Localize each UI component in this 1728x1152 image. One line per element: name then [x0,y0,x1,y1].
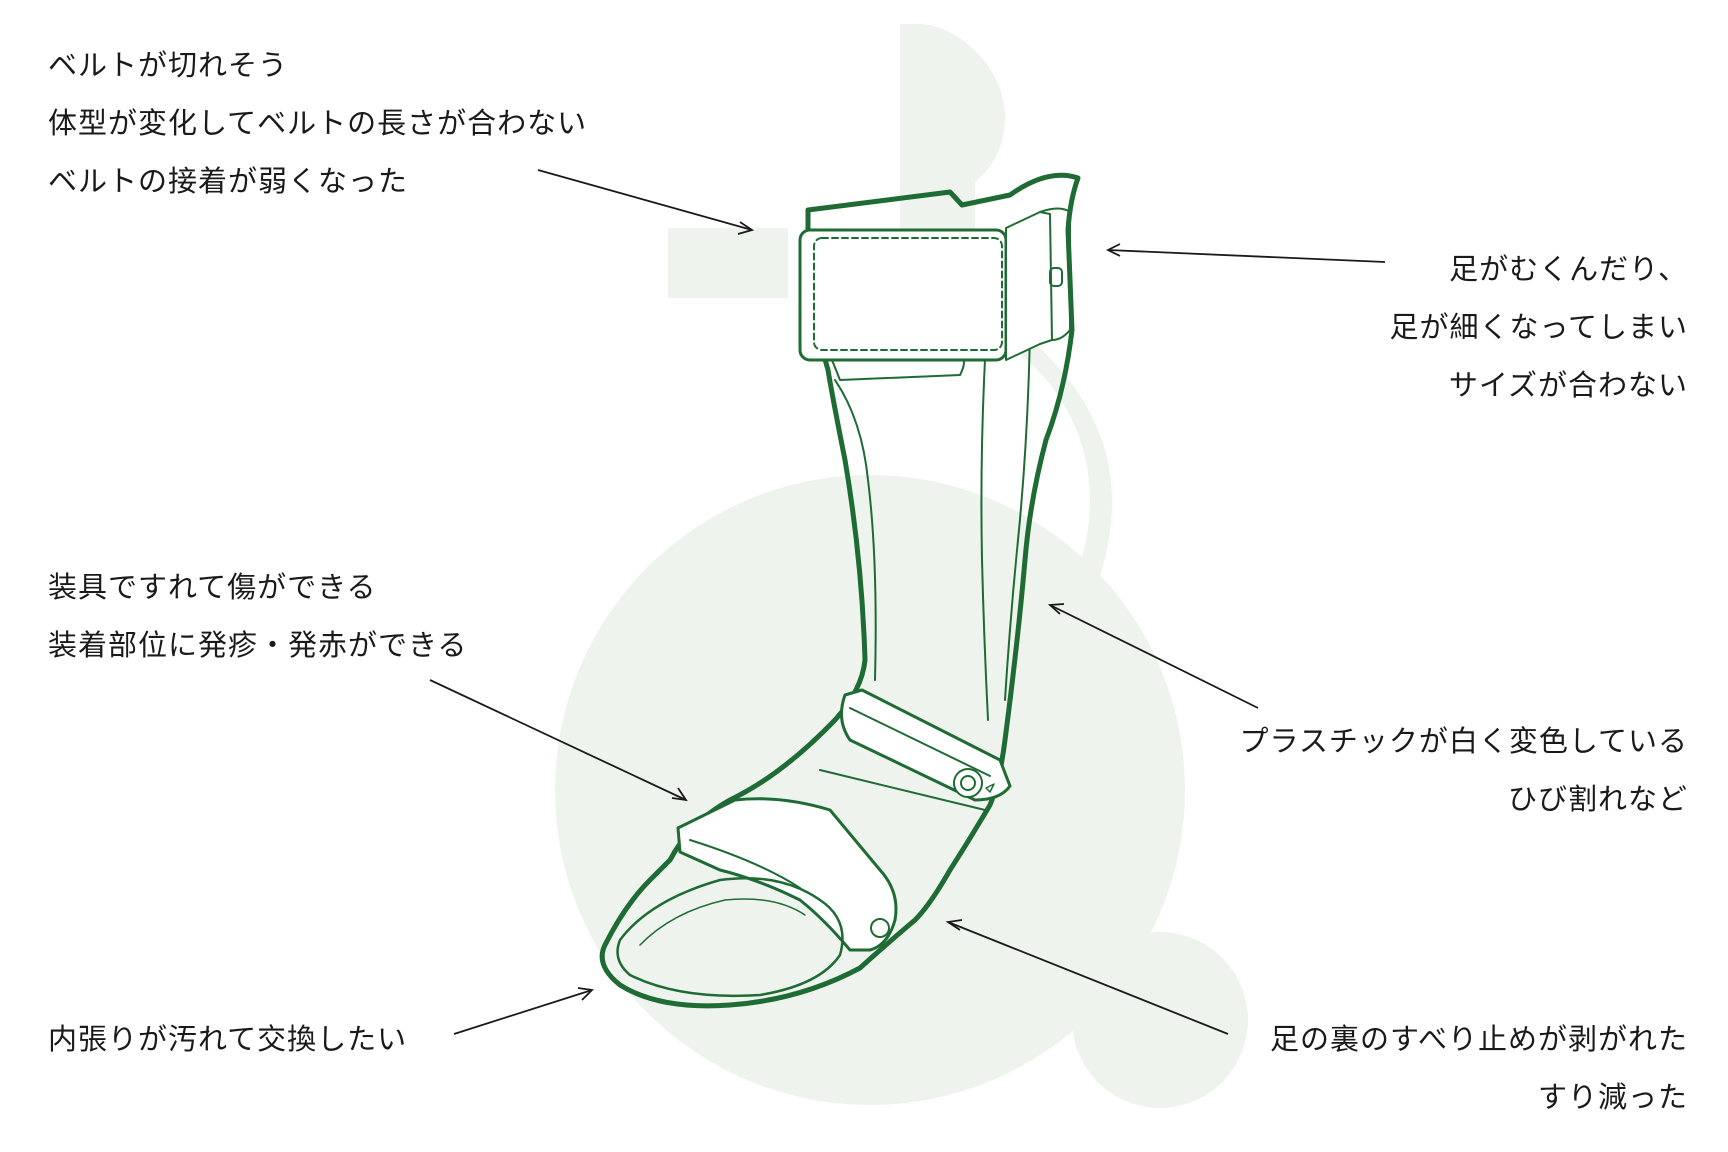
background-logo [555,24,1248,1108]
size-issues-note: 足がむくんだり、 足が細くなってしまい サイズが合わない [1389,240,1688,414]
ankle-foot-orthosis [599,172,1081,1009]
skin-issues-note: 装具ですれて傷ができる 装着部位に発疹・発赤ができる [48,558,467,674]
arrow-skin [429,679,687,801]
annotation-arrows [429,169,1386,1035]
arrow-belt [537,169,753,231]
note-line: すり減った [1537,1080,1688,1114]
note-line: ベルトが切れそう [48,48,289,82]
note-line: プラスチックが白く変色している [1239,724,1688,758]
note-line: ベルトの接着が弱くなった [48,164,409,198]
note-line: 足がむくんだり、 [1449,252,1688,286]
belt-issues-note: ベルトが切れそう 体型が変化してベルトの長さが合わない ベルトの接着が弱くなった [48,36,587,210]
arrow-plastic [1049,604,1259,709]
note-line: ひび割れなど [1507,782,1688,816]
note-line: 装具ですれて傷ができる [48,570,377,604]
arrow-size [1107,249,1386,263]
sole-issues-note: 足の裏のすべり止めが剥がれた すり減った [1270,1010,1688,1126]
liner-issues-note: 内張りが汚れて交換したい [48,1010,407,1068]
arrow-liner [453,989,593,1035]
plastic-issues-note: プラスチックが白く変色している ひび割れなど [1239,712,1688,828]
note-line: 装着部位に発疹・発赤ができる [48,628,468,662]
arrow-sole [947,921,1229,1035]
note-line: 足の裏のすべり止めが剥がれた [1270,1022,1688,1056]
note-line: 足が細くなってしまい [1389,310,1688,344]
note-line: サイズが合わない [1448,368,1688,402]
note-line: 体型が変化してベルトの長さが合わない [48,106,588,140]
note-line: 内張りが汚れて交換したい [48,1022,408,1056]
